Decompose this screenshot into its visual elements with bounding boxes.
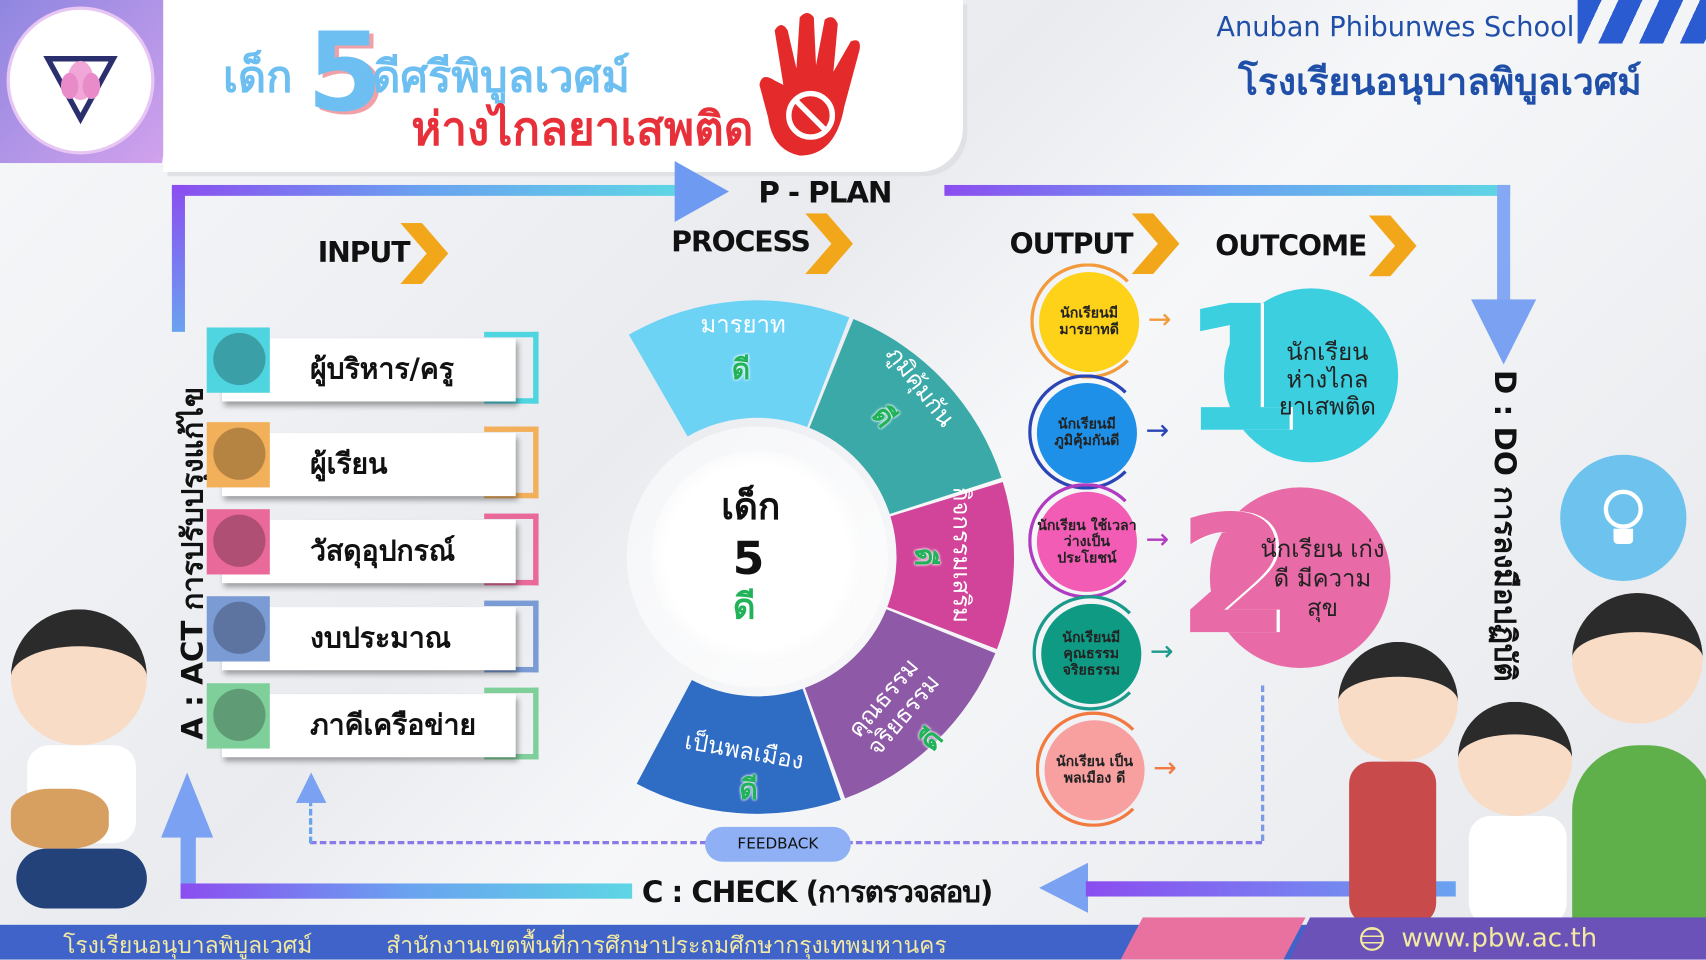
input-bar [221, 338, 516, 402]
input-bar [221, 433, 516, 497]
do-line [1497, 184, 1511, 305]
arrow-right-icon: → [1147, 303, 1172, 337]
act-line-top [171, 184, 185, 332]
network-icon [206, 683, 270, 749]
input-bar [221, 694, 516, 758]
footer-office: สำนักงานเขตพื้นที่การศึกษาประถมศึกษากรุง… [386, 932, 947, 959]
process-chevron-icon [805, 213, 853, 275]
output-chevron-icon [1131, 213, 1180, 275]
student-icon [206, 422, 270, 488]
footer-pink-band [1120, 917, 1306, 960]
teacher-icon [206, 327, 270, 393]
input-label: วัสดุอุปกรณ์ [310, 535, 456, 568]
feedback-line-up [308, 799, 313, 844]
outcome-1-label: นักเรียน ห่างไกล ยาเสพติด [1278, 339, 1376, 422]
check-arrow-icon [1039, 862, 1089, 913]
act-arrow-icon [161, 772, 214, 838]
input-label: ผู้เรียน [310, 448, 388, 481]
process-heading: PROCESS [671, 226, 811, 259]
input-heading: INPUT [317, 237, 411, 270]
output-ring [1035, 711, 1152, 827]
arrow-right-icon: → [1153, 751, 1178, 785]
school-name-en: Anuban Phibunwes School [1216, 10, 1575, 43]
plan-label: P - PLAN [758, 176, 892, 210]
input-item: ผู้บริหาร/ครู [206, 327, 539, 404]
segment-label: มารยาท [700, 311, 786, 339]
outcome-chevron-icon [1368, 215, 1417, 277]
boy-guitar-illustration [5, 609, 157, 925]
segment-good: ดี [907, 547, 941, 567]
wheel-center-line3: ดี [732, 585, 756, 628]
output-item: นักเรียนมี มารยาทดี → [1030, 263, 1172, 379]
wheel-center-line2: 5 [732, 531, 765, 585]
arrow-right-icon: → [1150, 635, 1174, 669]
segment-good: ดี [739, 774, 758, 807]
feedback-arrow-icon [295, 772, 327, 803]
output-label: นักเรียนมี ภูมิคุ้มกันดี [1054, 416, 1120, 450]
wheel-center [650, 450, 864, 664]
input-label: ผู้บริหาร/ครู [310, 353, 454, 387]
arrow-right-icon: → [1145, 414, 1170, 448]
lightbulb-brain-icon [1560, 454, 1687, 581]
outcome-1-circle [1224, 288, 1399, 463]
footer-school: โรงเรียนอนุบาลพิบูลเวศม์ [63, 932, 313, 959]
segment-good: ดี [731, 354, 751, 387]
stop-hand-icon [759, 13, 860, 156]
outcome-2-number: 2 [1177, 481, 1291, 672]
do-arrow-icon [1470, 299, 1537, 365]
output-heading: OUTPUT [1009, 228, 1134, 262]
arrow-right-icon: → [1145, 523, 1170, 556]
outcome-1-number: 1 [1180, 267, 1302, 472]
title-subtitle: ห่างไกลยาเสพติด [411, 102, 754, 156]
feedback-badge: FEEDBACK [705, 826, 851, 862]
logo-emblem-icon [43, 56, 118, 125]
output-label: นักเรียน ใช้เวลาว่างเป็น ประโยชน์ [1037, 517, 1137, 567]
input-item: วัสดุอุปกรณ์ [206, 509, 539, 586]
money-bag-icon [206, 596, 270, 662]
footer-website-link[interactable]: www.pbw.ac.th [1401, 922, 1598, 954]
output-item: นักเรียน เป็นพลเมือง ดี → [1035, 711, 1177, 827]
output-item: นักเรียน ใช้เวลาว่างเป็น ประโยชน์ → [1028, 483, 1169, 599]
input-label: ภาคีเครือข่าย [310, 709, 477, 743]
school-name-th: โรงเรียนอนุบาลพิบูลเวศม์ [1238, 60, 1642, 105]
school-logo [6, 6, 155, 155]
input-item: ภาคีเครือข่าย [206, 683, 539, 760]
title-rest: ดีศรีพิบูลเวศม์ [372, 52, 630, 103]
check-label: C : CHECK (การตรวจสอบ) [641, 875, 993, 910]
act-line-bottom [180, 835, 196, 899]
outcome-2-label: นักเรียน เก่งดี มีความสุข [1260, 536, 1385, 623]
equipment-icon [206, 509, 270, 575]
footer-purple-band [1289, 917, 1706, 960]
segment-label: กิจกรรมเสริม [947, 486, 975, 623]
input-label: งบประมาณ [310, 622, 451, 655]
input-item: ผู้เรียน [206, 422, 539, 499]
plan-line-left [171, 184, 678, 196]
segment-good: ดี [864, 399, 902, 435]
output-label: นักเรียนมี มารยาทดี [1059, 305, 1119, 339]
title-prefix: เด็ก [223, 52, 293, 103]
globe-icon [1360, 926, 1384, 951]
decorative-stripes [1577, 0, 1706, 44]
segment-good: ดี [913, 722, 951, 758]
wheel-center-line1: เด็ก [721, 485, 781, 529]
output-ring [1032, 595, 1148, 711]
outcome-heading: OUTCOME [1215, 230, 1367, 264]
title-number: 5 [306, 8, 383, 137]
input-bar [221, 520, 516, 584]
plan-line-right [944, 184, 1511, 196]
input-item: งบประมาณ [206, 596, 539, 673]
output-label: นักเรียน เป็นพลเมือง ดี [1056, 753, 1134, 787]
check-line-left [180, 883, 633, 899]
output-label: นักเรียนมี คุณธรรม จริยธรรม [1062, 629, 1121, 679]
feedback-vertical-line [1261, 685, 1265, 842]
output-item: นักเรียนมี คุณธรรม จริยธรรม → [1032, 595, 1174, 711]
outcome-2-circle [1209, 487, 1391, 669]
children-illustration [1306, 592, 1706, 931]
output-item: นักเรียนมี ภูมิคุ้มกันดี → [1028, 374, 1169, 490]
input-bar [221, 607, 516, 671]
